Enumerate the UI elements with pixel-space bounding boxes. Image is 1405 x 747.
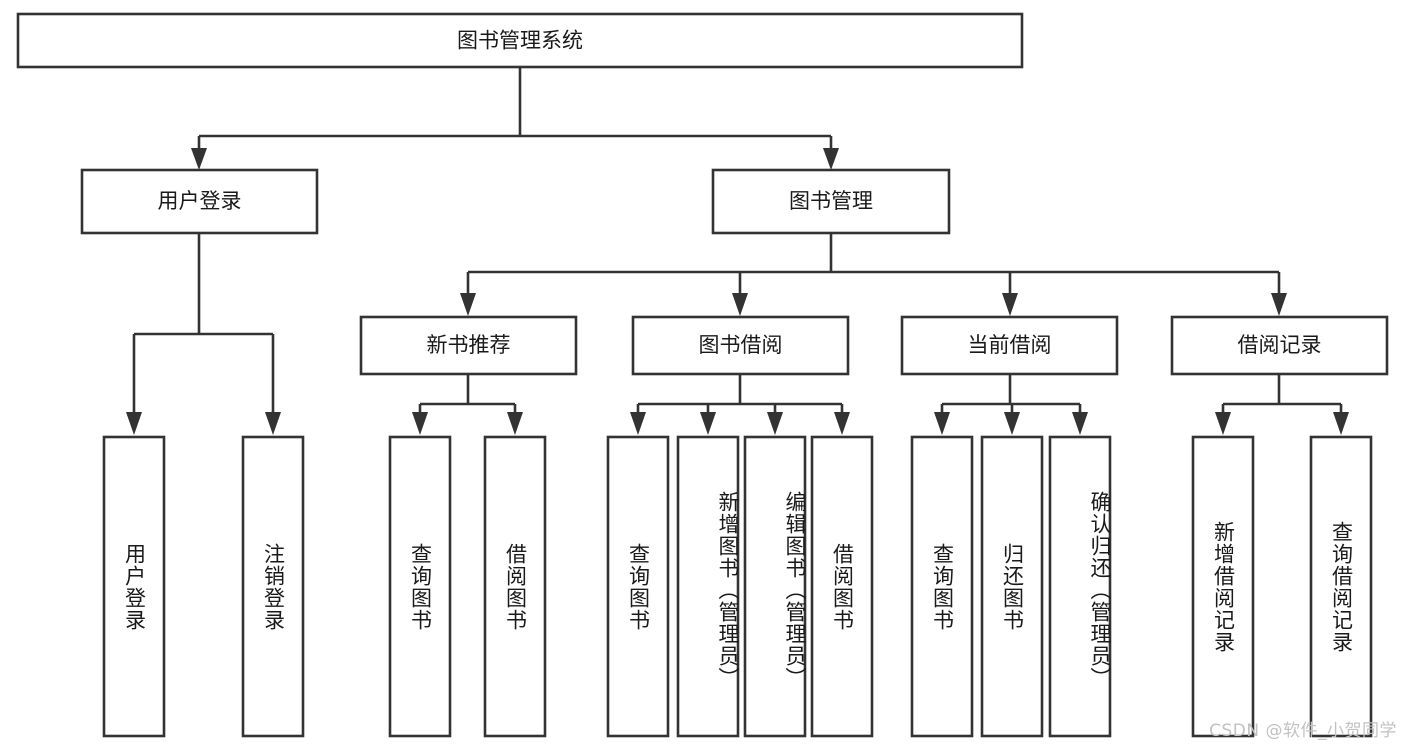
arrow-head-root-1 — [191, 148, 207, 170]
connector-group-user-login — [126, 233, 281, 435]
node-box-new-book-recommend[interactable] — [359, 315, 578, 376]
arrow-head-newbook-2 — [507, 412, 523, 435]
leaf-box-book-borrow-1[interactable] — [676, 435, 740, 738]
arrow-head-root-2 — [823, 148, 839, 170]
node-label-user-login: 用户登录 — [158, 189, 242, 213]
leaf-box-current-borrow-1[interactable] — [980, 435, 1044, 738]
node-box-book-borrow[interactable] — [631, 315, 850, 376]
leaf-box-user-login-1[interactable] — [241, 435, 305, 738]
arrow-head-currentborrow-1 — [934, 412, 950, 435]
node-label-borrow-record: 借阅记录 — [1238, 333, 1322, 357]
leaf-box-book-borrow-2[interactable] — [743, 435, 807, 738]
csdn-watermark: CSDN @软件_小贺同学 — [1209, 721, 1397, 741]
node-box-book-manage[interactable] — [711, 168, 951, 235]
arrow-head-bookborrow-1 — [630, 412, 646, 435]
arrow-head-userlogin-2 — [265, 412, 281, 435]
arrow-head-bookmanage-1 — [460, 293, 476, 316]
leaf-box-new-book-1[interactable] — [483, 435, 547, 738]
node-box-borrow-record[interactable] — [1170, 315, 1389, 376]
arrow-head-bookborrow-3 — [767, 412, 783, 435]
arrow-head-currentborrow-3 — [1072, 412, 1088, 435]
arrow-head-bookmanage-4 — [1271, 293, 1287, 316]
leaf-box-book-borrow-3[interactable] — [810, 435, 874, 738]
leaf-box-user-login-0[interactable] — [102, 435, 166, 738]
connector-group-book-manage — [460, 233, 1287, 316]
arrow-head-bookmanage-3 — [1002, 293, 1018, 316]
arrow-head-borrowrecord-1 — [1215, 412, 1231, 435]
arrow-head-borrowrecord-2 — [1333, 412, 1349, 435]
connector-group-root — [191, 67, 839, 170]
connector-group-book-borrow — [630, 374, 850, 435]
node-box-user-login[interactable] — [80, 168, 319, 235]
node-label-book-manage: 图书管理 — [789, 189, 873, 213]
node-label-new-book-recommend: 新书推荐 — [427, 333, 511, 357]
connector-group-borrow-record — [1215, 374, 1349, 435]
connector-group-new-book — [412, 374, 523, 435]
leaf-box-book-borrow-0[interactable] — [606, 435, 670, 738]
leaf-box-current-borrow-0[interactable] — [910, 435, 974, 738]
arrow-head-userlogin-1 — [126, 412, 142, 435]
node-label-book-borrow: 图书借阅 — [699, 333, 783, 357]
leaf-box-new-book-0[interactable] — [388, 435, 452, 738]
leaf-box-borrow-record-1[interactable] — [1309, 435, 1373, 738]
node-box-current-borrow[interactable] — [900, 315, 1119, 376]
arrow-head-currentborrow-2 — [1004, 412, 1020, 435]
node-label-root: 图书管理系统 — [457, 29, 583, 53]
arrow-head-bookborrow-4 — [834, 412, 850, 435]
arrow-head-bookmanage-2 — [732, 293, 748, 316]
connector-group-current-borrow — [934, 374, 1088, 435]
arrow-head-bookborrow-2 — [700, 412, 716, 435]
leaf-box-current-borrow-2[interactable] — [1048, 435, 1112, 738]
node-label-current-borrow: 当前借阅 — [968, 333, 1052, 357]
arrow-head-newbook-1 — [412, 412, 428, 435]
node-box-root[interactable] — [16, 12, 1024, 69]
leaf-box-borrow-record-0[interactable] — [1191, 435, 1255, 738]
